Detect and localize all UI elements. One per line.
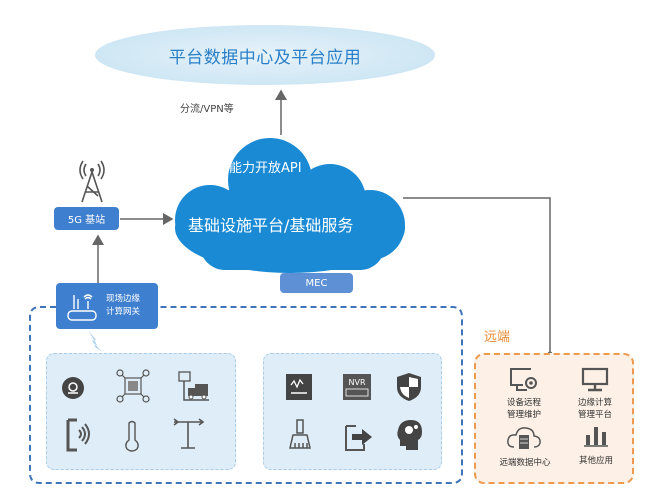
edge-gateway-box: 现场边缘 计算网关: [56, 283, 158, 329]
remote-item-line1: 设备远程: [506, 398, 541, 408]
platform-data-center-ellipse: 平台数据中心及平台应用: [95, 25, 435, 85]
shield-icon: [397, 373, 421, 401]
gateway-label-line1: 现场边缘: [106, 294, 141, 304]
gateway-label-line2: 计算网关: [106, 307, 141, 317]
infrastructure-cloud: [175, 138, 405, 273]
capability-api-label: 能力开放API: [229, 161, 302, 176]
monitor-waveform-icon: [286, 374, 312, 400]
field-devices-panel-right: NVR: [263, 353, 442, 470]
platform-title: 平台数据中心及平台应用: [168, 47, 362, 68]
remote-item-device-maintenance: 设备远程 管理维护: [492, 397, 556, 421]
thermometer-icon: [125, 420, 139, 452]
line-cloud-to-remote: [403, 197, 551, 353]
gateway-label: 现场边缘 计算网关: [106, 293, 140, 319]
remote-title: 远端: [484, 330, 511, 345]
remote-item-data-center: 远端数据中心: [499, 458, 551, 468]
nvr-icon: NVR: [343, 374, 371, 400]
router-icon: [67, 294, 97, 321]
remote-item-line2: 管理维护: [506, 410, 541, 420]
diversion-label: 分流/VPN等: [180, 104, 234, 115]
remote-item-line1: 边缘计算: [577, 398, 612, 408]
remote-item-line2: 管理平台: [577, 410, 612, 420]
svg-text:NVR: NVR: [348, 378, 365, 387]
remote-item-edge-platform: 边缘计算 管理平台: [563, 397, 627, 421]
base-station-label: 5G 基站: [67, 215, 106, 226]
weather-vane-icon: [173, 418, 205, 449]
field-area-outline: [29, 306, 463, 484]
truck-scale-icon: [178, 371, 209, 401]
wireless-lightning-icon: [88, 330, 102, 352]
bar-chart-icon: [584, 427, 608, 447]
base-station-badge: 5G 基站: [54, 207, 119, 230]
cell-tower-icon: [79, 160, 105, 203]
camera-disc-icon: [62, 377, 84, 399]
infrastructure-label: 基础设施平台/基础服务: [188, 216, 354, 235]
ai-head-icon: [397, 420, 422, 450]
monitor-icon: [581, 367, 609, 392]
broom-icon: [289, 419, 311, 449]
remote-item-other-apps: 其他应用: [578, 456, 613, 466]
signal-reader-icon: [66, 418, 90, 452]
mec-label: MEC: [305, 277, 328, 289]
remote-gear-monitor-icon: [510, 368, 537, 391]
cloud-server-icon: [507, 427, 541, 449]
sensor-hub-icon: [116, 369, 150, 403]
field-devices-panel-left: [46, 353, 236, 470]
mec-badge: MEC: [280, 273, 353, 293]
export-arrow-icon: [345, 425, 372, 451]
remote-services-box: 设备远程 管理维护 边缘计算 管理平台 远端数据中心 其他应用: [474, 353, 634, 484]
